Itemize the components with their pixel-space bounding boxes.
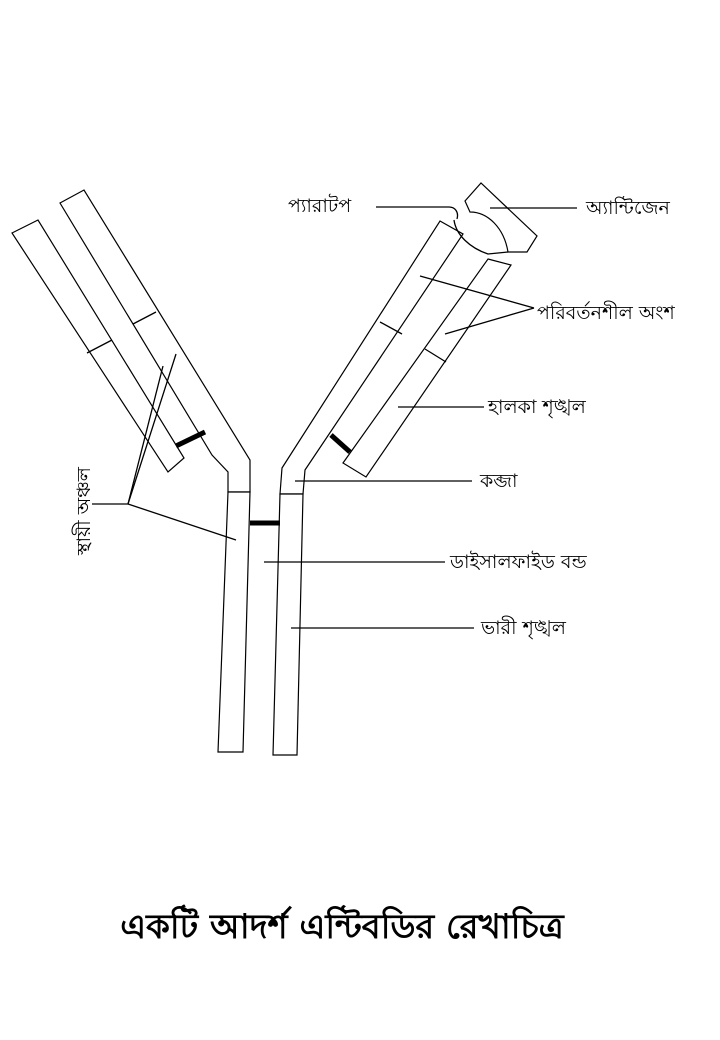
variable-region-leader-line-2 <box>444 307 535 335</box>
diagram-title: একটি আদর্শ এন্টিবডির রেখাচিত্র <box>120 904 565 947</box>
hinge-label: কব্জা <box>479 470 518 492</box>
constant-region-label: স্থায়ী অঞ্চল <box>72 466 95 556</box>
right-heavy-chain-stem <box>272 493 304 756</box>
antigen-shape <box>464 182 538 253</box>
constant-region-leader-line-2 <box>127 353 177 505</box>
light-chain-label: হালকা শৃঙ্খল <box>487 396 587 418</box>
left-light-heavy-bond <box>174 429 207 449</box>
right-light-chain-divider <box>424 348 447 363</box>
right-light-heavy-bond <box>329 433 352 454</box>
right-light-chain <box>342 258 512 478</box>
constant-region-leader-line-4 <box>127 503 237 541</box>
constant-region-leader-line-3 <box>127 365 164 505</box>
left-heavy-chain-divider <box>132 311 157 325</box>
variable-region-leader-line-1 <box>419 275 535 309</box>
left-light-chain <box>11 219 185 473</box>
left-light-chain-divider <box>86 339 113 354</box>
paratope-leader-line <box>376 206 459 220</box>
left-heavy-chain-stem <box>217 491 251 753</box>
antigen-label: অ্যান্টিজেন <box>585 196 670 219</box>
variable-region-label: পরিবর্তনশীল অংশ <box>537 301 675 324</box>
paratope-label: প্যারাটপ <box>288 194 352 217</box>
disulfide-bond-label: ডাইসালফাইড বন্ড <box>449 551 587 573</box>
heavy-chain-label: ভারী শৃঙ্খল <box>480 616 567 639</box>
right-heavy-chain-divider <box>379 321 403 335</box>
paratope-pocket <box>453 219 509 255</box>
